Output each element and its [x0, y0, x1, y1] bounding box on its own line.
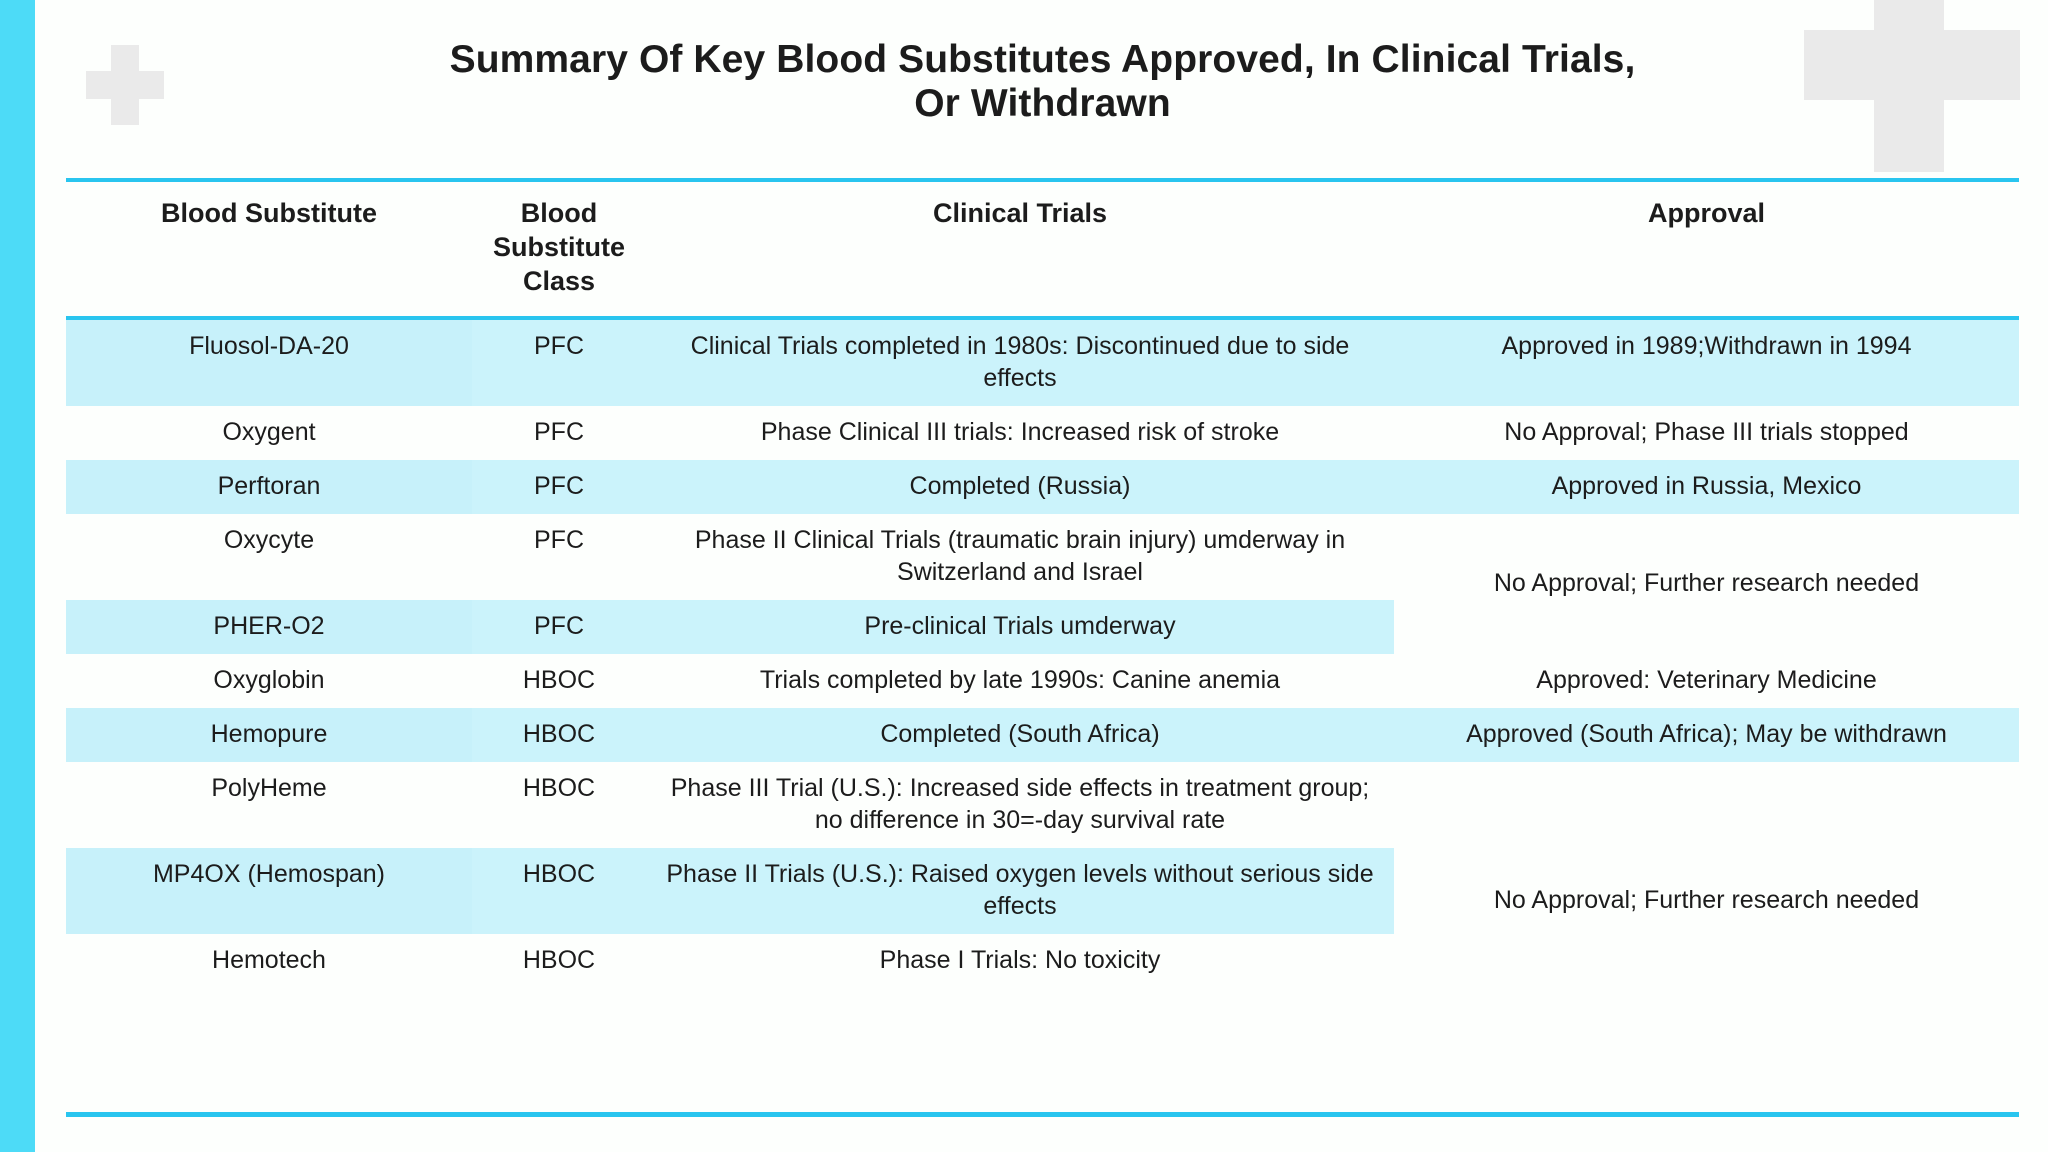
cell-blood-substitute-class: HBOC: [472, 654, 646, 709]
cell-blood-substitute: Fluosol-DA-20: [66, 318, 472, 407]
cell-clinical-trials: Pre-clinical Trials umderway: [646, 600, 1394, 655]
cell-approval: Approved (South Africa); May be withdraw…: [1394, 708, 2019, 763]
cell-blood-substitute-class: HBOC: [472, 934, 646, 1041]
cell-clinical-trials: Phase Clinical III trials: Increased ris…: [646, 406, 1394, 461]
cell-clinical-trials: Phase III Trial (U.S.): Increased side e…: [646, 762, 1394, 849]
cell-clinical-trials: Phase II Trials (U.S.): Raised oxygen le…: [646, 848, 1394, 935]
cell-approval: Approved in 1989;Withdrawn in 1994: [1394, 318, 2019, 407]
plus-icon-large: [1804, 0, 2020, 172]
cell-blood-substitute-class: PFC: [472, 460, 646, 515]
cell-blood-substitute-class: HBOC: [472, 708, 646, 763]
cell-blood-substitute: Hemotech: [66, 934, 472, 1041]
cell-approval: No Approval; Further research needed: [1394, 762, 2019, 1041]
cell-clinical-trials: Completed (South Africa): [646, 708, 1394, 763]
cell-blood-substitute-class: HBOC: [472, 848, 646, 935]
cell-blood-substitute: Hemopure: [66, 708, 472, 763]
cell-blood-substitute-class: PFC: [472, 514, 646, 601]
plus-icon-large-vertical: [1874, 0, 1944, 172]
cell-blood-substitute: PHER-O2: [66, 600, 472, 655]
cell-approval: Approved: Veterinary Medicine: [1394, 654, 2019, 709]
cell-clinical-trials: Phase I Trials: No toxicity: [646, 934, 1394, 1041]
cell-blood-substitute-class: PFC: [472, 318, 646, 407]
table-header: Blood Substitute Blood Substitute Class …: [66, 177, 2019, 321]
cell-blood-substitute-class: PFC: [472, 406, 646, 461]
column-header-blood-substitute: Blood Substitute: [66, 177, 472, 321]
plus-icon-small-vertical: [111, 45, 139, 125]
cell-blood-substitute-class: PFC: [472, 600, 646, 655]
cell-approval: Approved in Russia, Mexico: [1394, 460, 2019, 515]
cell-blood-substitute: Oxycyte: [66, 514, 472, 601]
left-accent-bar: [0, 0, 35, 1152]
cell-blood-substitute: Oxyglobin: [66, 654, 472, 709]
page-title: Summary Of Key Blood Substitutes Approve…: [66, 38, 2019, 125]
cell-approval: No Approval; Phase III trials stopped: [1394, 406, 2019, 461]
page-title-line-2: Or Withdrawn: [914, 81, 1171, 125]
page-title-line-1: Summary Of Key Blood Substitutes Approve…: [449, 38, 1636, 81]
cell-blood-substitute-class: HBOC: [472, 762, 646, 849]
cell-blood-substitute: Oxygent: [66, 406, 472, 461]
column-header-approval: Approval: [1394, 177, 2019, 321]
blood-substitutes-table: Blood Substitute Blood Substitute Class …: [66, 177, 2019, 1041]
cell-clinical-trials: Clinical Trials completed in 1980s: Disc…: [646, 318, 1394, 407]
cell-approval: No Approval; Further research needed: [1394, 514, 2019, 655]
cell-clinical-trials: Phase II Clinical Trials (traumatic brai…: [646, 514, 1394, 601]
cell-blood-substitute: MP4OX (Hemospan): [66, 848, 472, 935]
column-header-clinical-trials: Clinical Trials: [646, 177, 1394, 321]
column-header-blood-substitute-class: Blood Substitute Class: [472, 177, 646, 321]
table-header-row: Blood Substitute Blood Substitute Class …: [66, 177, 2019, 321]
cell-clinical-trials: Trials completed by late 1990s: Canine a…: [646, 654, 1394, 709]
plus-icon-small: [86, 45, 164, 125]
table-bottom-rule: [66, 1112, 2019, 1117]
cell-blood-substitute: Perftoran: [66, 460, 472, 515]
cell-blood-substitute: PolyHeme: [66, 762, 472, 849]
cell-clinical-trials: Completed (Russia): [646, 460, 1394, 515]
